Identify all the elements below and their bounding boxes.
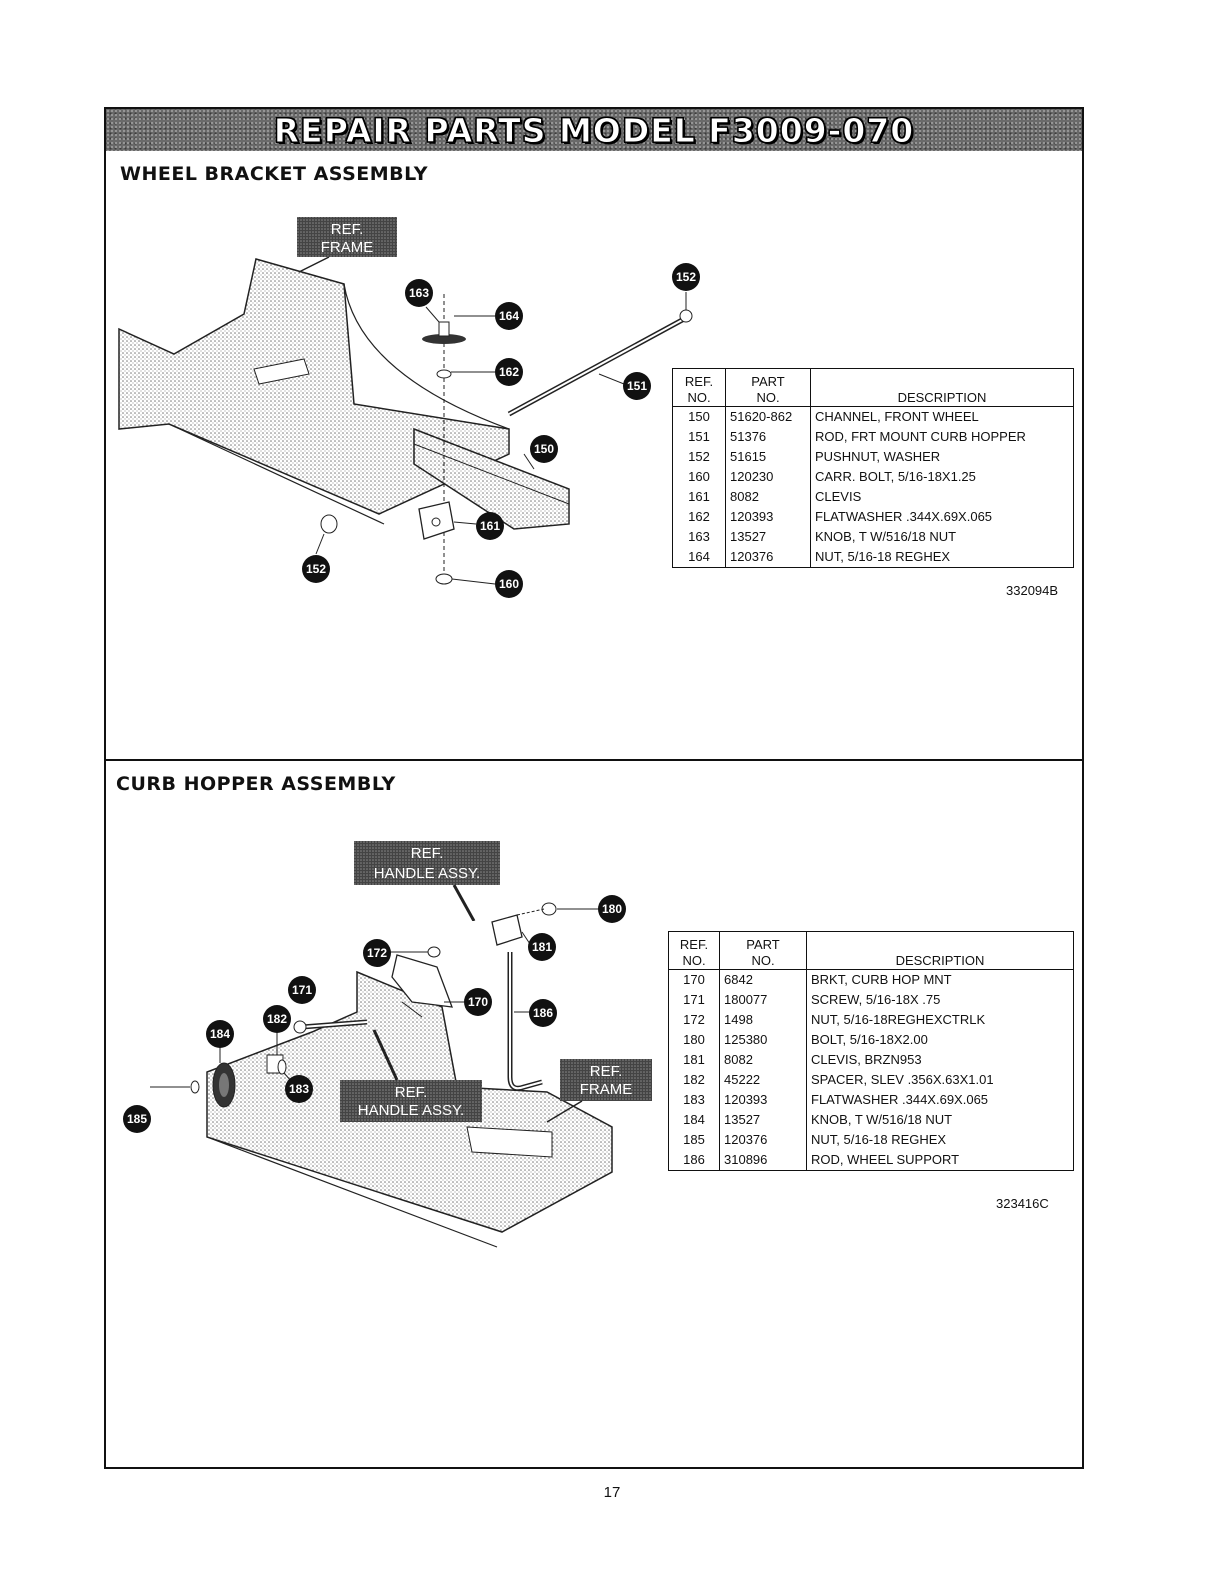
ref-handle-top-line1: REF. bbox=[411, 845, 444, 862]
svg-text:163: 163 bbox=[409, 286, 429, 300]
ref-no-header: REF.NO. bbox=[668, 931, 720, 970]
svg-text:152: 152 bbox=[676, 270, 696, 284]
callout-164: 164 bbox=[495, 302, 523, 330]
svg-text:182: 182 bbox=[267, 1012, 287, 1026]
section-divider bbox=[106, 759, 1082, 761]
svg-text:171: 171 bbox=[292, 983, 312, 997]
svg-text:180: 180 bbox=[602, 902, 622, 916]
svg-text:152: 152 bbox=[306, 562, 326, 576]
svg-text:181: 181 bbox=[532, 940, 552, 954]
callout-163: 163 bbox=[405, 279, 433, 307]
svg-text:161: 161 bbox=[480, 519, 500, 533]
callout-172: 172 bbox=[363, 939, 391, 967]
callout-183: 183 bbox=[285, 1075, 313, 1103]
callout-162: 162 bbox=[495, 358, 523, 386]
callout-182: 182 bbox=[263, 1005, 291, 1033]
description-header: DESCRIPTION bbox=[806, 931, 1074, 970]
svg-text:162: 162 bbox=[499, 365, 519, 379]
callout-181: 181 bbox=[528, 933, 556, 961]
ref-frame-label-line2: FRAME bbox=[321, 239, 374, 256]
callout-151: 151 bbox=[623, 372, 651, 400]
svg-text:172: 172 bbox=[367, 946, 387, 960]
curb-hopper-figure-id: 323416C bbox=[996, 1196, 1049, 1211]
ref-frame-label-line1: REF. bbox=[331, 221, 364, 238]
ref-frame-label-line1-curb: REF. bbox=[590, 1063, 623, 1080]
wheel-bracket-diagram: REF. FRAME 152 163 164 162 151 150 161 1… bbox=[118, 217, 700, 598]
curb-hopper-diagram: REF. FRAME REF. HANDLE ASSY. 180 181 172… bbox=[123, 895, 652, 1248]
page-frame: REPAIR PARTS MODEL F3009-070 WHEEL BRACK… bbox=[104, 107, 1084, 1469]
svg-text:170: 170 bbox=[468, 995, 488, 1009]
ref-frame-label-line2-curb: FRAME bbox=[580, 1081, 633, 1098]
svg-text:185: 185 bbox=[127, 1112, 147, 1126]
title-banner: REPAIR PARTS MODEL F3009-070 bbox=[106, 109, 1082, 151]
svg-text:186: 186 bbox=[533, 1006, 553, 1020]
callout-160: 160 bbox=[495, 570, 523, 598]
callout-184: 184 bbox=[206, 1020, 234, 1048]
callout-170: 170 bbox=[464, 988, 492, 1016]
callout-180: 180 bbox=[598, 895, 626, 923]
page-number: 17 bbox=[603, 1484, 621, 1501]
callout-186: 186 bbox=[529, 999, 557, 1027]
curb-hopper-section-title: CURB HOPPER ASSEMBLY bbox=[116, 773, 396, 795]
callout-150: 150 bbox=[530, 435, 558, 463]
callout-152-lower: 152 bbox=[302, 555, 330, 583]
svg-text:183: 183 bbox=[289, 1082, 309, 1096]
ref-handle-top-line2: HANDLE ASSY. bbox=[374, 865, 480, 882]
callout-161: 161 bbox=[476, 512, 504, 540]
svg-text:184: 184 bbox=[210, 1027, 230, 1041]
svg-text:151: 151 bbox=[627, 379, 647, 393]
callout-171: 171 bbox=[288, 976, 316, 1004]
svg-text:164: 164 bbox=[499, 309, 519, 323]
ref-handle-top-label: REF. HANDLE ASSY. bbox=[354, 841, 500, 921]
ref-handle-bottom-line1: REF. bbox=[395, 1084, 428, 1101]
page-title: REPAIR PARTS MODEL F3009-070 bbox=[273, 110, 915, 150]
ref-no-header: REF.NO. bbox=[672, 368, 726, 407]
ref-handle-bottom-line2: HANDLE ASSY. bbox=[358, 1102, 464, 1119]
description-header: DESCRIPTION bbox=[810, 368, 1074, 407]
svg-text:160: 160 bbox=[499, 577, 519, 591]
svg-text:150: 150 bbox=[534, 442, 554, 456]
wheel-bracket-section-title: WHEEL BRACKET ASSEMBLY bbox=[120, 163, 429, 185]
callout-185: 185 bbox=[123, 1105, 151, 1133]
wheel-bracket-figure-id: 332094B bbox=[1006, 583, 1059, 598]
callout-152-upper: 152 bbox=[672, 263, 700, 291]
